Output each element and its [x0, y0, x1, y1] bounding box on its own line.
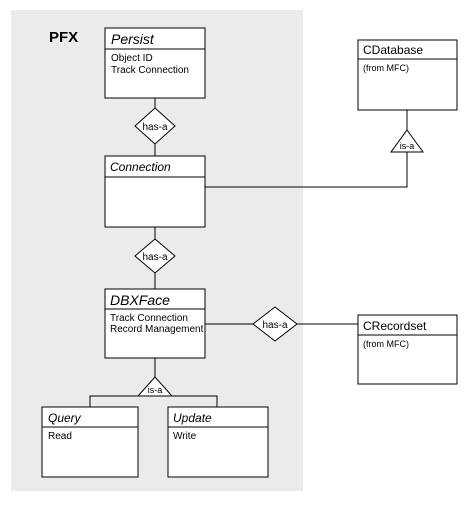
- is-a-triangle-dbxface: is-a: [136, 376, 174, 397]
- update-title: Update: [173, 411, 212, 425]
- has-a-diamond-persist-connection: has-a: [134, 107, 176, 145]
- class-query: Query Read: [41, 406, 139, 478]
- is-a-triangle-cdatabase: is-a: [390, 129, 424, 153]
- crecordset-title: CRecordset: [363, 319, 427, 333]
- is-a-label: is-a: [400, 141, 415, 151]
- update-attribute-1: Write: [173, 431, 197, 442]
- connection-title: Connection: [110, 160, 171, 174]
- cdatabase-title: CDatabase: [363, 43, 423, 57]
- has-a-label: has-a: [262, 320, 287, 331]
- diamond-shape: [252, 306, 298, 342]
- class-connection: Connection: [104, 155, 206, 228]
- update-box: [167, 406, 269, 478]
- crecordset-box: [357, 314, 458, 385]
- class-persist: Persist Object ID Track Connection: [104, 27, 206, 99]
- dbxface-title: DBXFace: [110, 292, 170, 308]
- dbxface-attribute-1: Track Connection: [110, 313, 188, 324]
- dbxface-attribute-2: Record Management: [110, 324, 204, 335]
- triangle-shape: [390, 129, 424, 153]
- class-update: Update Write: [167, 406, 269, 478]
- persist-title: Persist: [111, 31, 155, 47]
- cdatabase-note: (from MFC): [363, 63, 409, 73]
- connection-box: [104, 155, 206, 228]
- persist-box: [104, 27, 206, 99]
- persist-attribute-2: Track Connection: [111, 65, 189, 76]
- class-dbxface: DBXFace Track Connection Record Manageme…: [104, 288, 206, 359]
- persist-attribute-1: Object ID: [111, 53, 153, 64]
- query-box: [41, 406, 139, 478]
- diamond-shape: [134, 107, 176, 145]
- crecordset-note: (from MFC): [363, 339, 409, 349]
- query-title: Query: [48, 411, 82, 425]
- triangle-shape: [136, 376, 174, 397]
- is-a-label: is-a: [148, 385, 163, 395]
- has-a-label: has-a: [142, 122, 167, 133]
- has-a-diamond-connection-dbxface: has-a: [134, 238, 176, 274]
- query-attribute-1: Read: [48, 431, 72, 442]
- dbxface-box: [104, 288, 206, 359]
- connection-cdatabase-line: [205, 152, 408, 188]
- pfx-package-label: PFX: [49, 29, 78, 46]
- has-a-label: has-a: [142, 252, 167, 263]
- cdatabase-box: [357, 39, 458, 111]
- diamond-shape: [134, 238, 176, 274]
- has-a-diamond-dbxface-crecordset: has-a: [252, 306, 298, 342]
- class-cdatabase: CDatabase (from MFC): [357, 39, 458, 111]
- class-crecordset: CRecordset (from MFC): [357, 314, 458, 385]
